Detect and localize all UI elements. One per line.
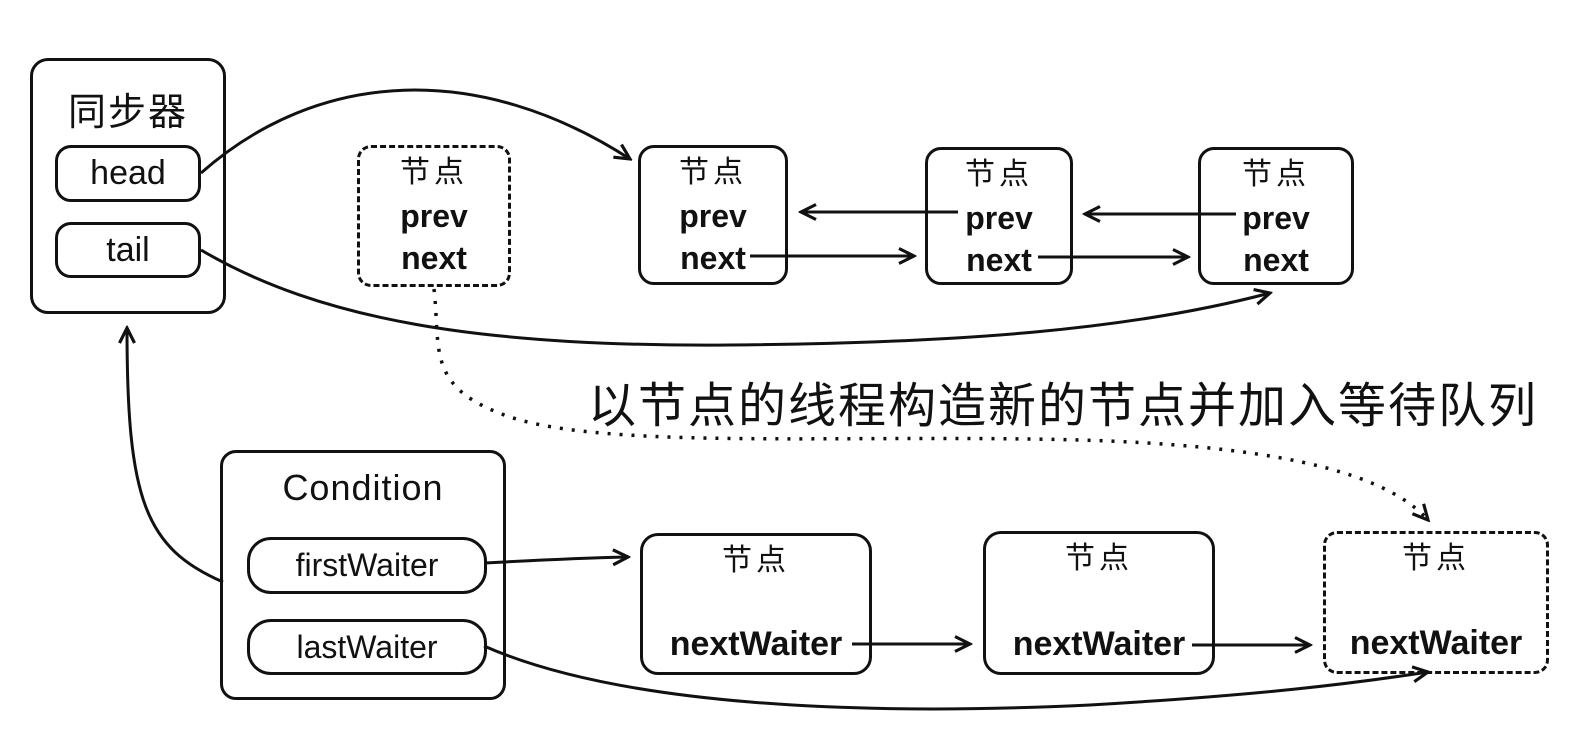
node-title: 节点 (1065, 542, 1133, 575)
node-next-label: next (966, 242, 1032, 278)
node-next-label: next (1243, 242, 1309, 278)
wait-queue-tail-node: 节点 nextWaiter (1323, 531, 1549, 674)
wait-queue-node-2: 节点 nextWaiter (983, 531, 1215, 675)
node-title: 节点 (722, 544, 790, 577)
node-title: 节点 (1242, 158, 1310, 191)
node-next-label: next (680, 240, 746, 276)
condition-box: Condition firstWaiter lastWaiter (220, 450, 506, 700)
edge-condition-to-sync (127, 328, 224, 584)
tail-field: tail (55, 222, 201, 278)
head-field: head (55, 145, 201, 202)
node-nextwaiter-label: nextWaiter (1012, 625, 1186, 663)
node-prev-label: prev (965, 200, 1033, 236)
last-waiter-field: lastWaiter (247, 619, 487, 675)
condition-title: Condition (282, 467, 444, 508)
node-nextwaiter-label: nextWaiter (1349, 624, 1523, 662)
edge-lastwaiter (483, 644, 1428, 711)
wait-queue-node-1: 节点 nextWaiter (640, 533, 872, 675)
node-prev-label: prev (1242, 200, 1310, 236)
first-waiter-field: firstWaiter (247, 537, 487, 594)
node-title: 节点 (679, 156, 747, 189)
annotation-text: 以节点的线程构造新的节点并加入等待队列 (588, 380, 1539, 433)
node-prev-label: prev (679, 198, 747, 234)
node-title: 节点 (400, 156, 468, 189)
node-title: 节点 (965, 158, 1033, 191)
sync-queue-node-2: 节点 prev next (925, 147, 1073, 285)
sync-queue-node-3: 节点 prev next (1198, 147, 1354, 285)
node-next-label: next (401, 240, 467, 276)
node-prev-label: prev (400, 198, 468, 234)
synchronizer-box: 同步器 head tail (30, 58, 226, 314)
node-nextwaiter-label: nextWaiter (669, 625, 843, 663)
synchronizer-title: 同步器 (67, 92, 188, 134)
node-title: 节点 (1402, 542, 1470, 575)
sync-queue-node-1: 节点 prev next (638, 145, 788, 285)
detached-node-box: 节点 prev next (357, 145, 511, 287)
edge-firstwaiter (484, 557, 628, 563)
